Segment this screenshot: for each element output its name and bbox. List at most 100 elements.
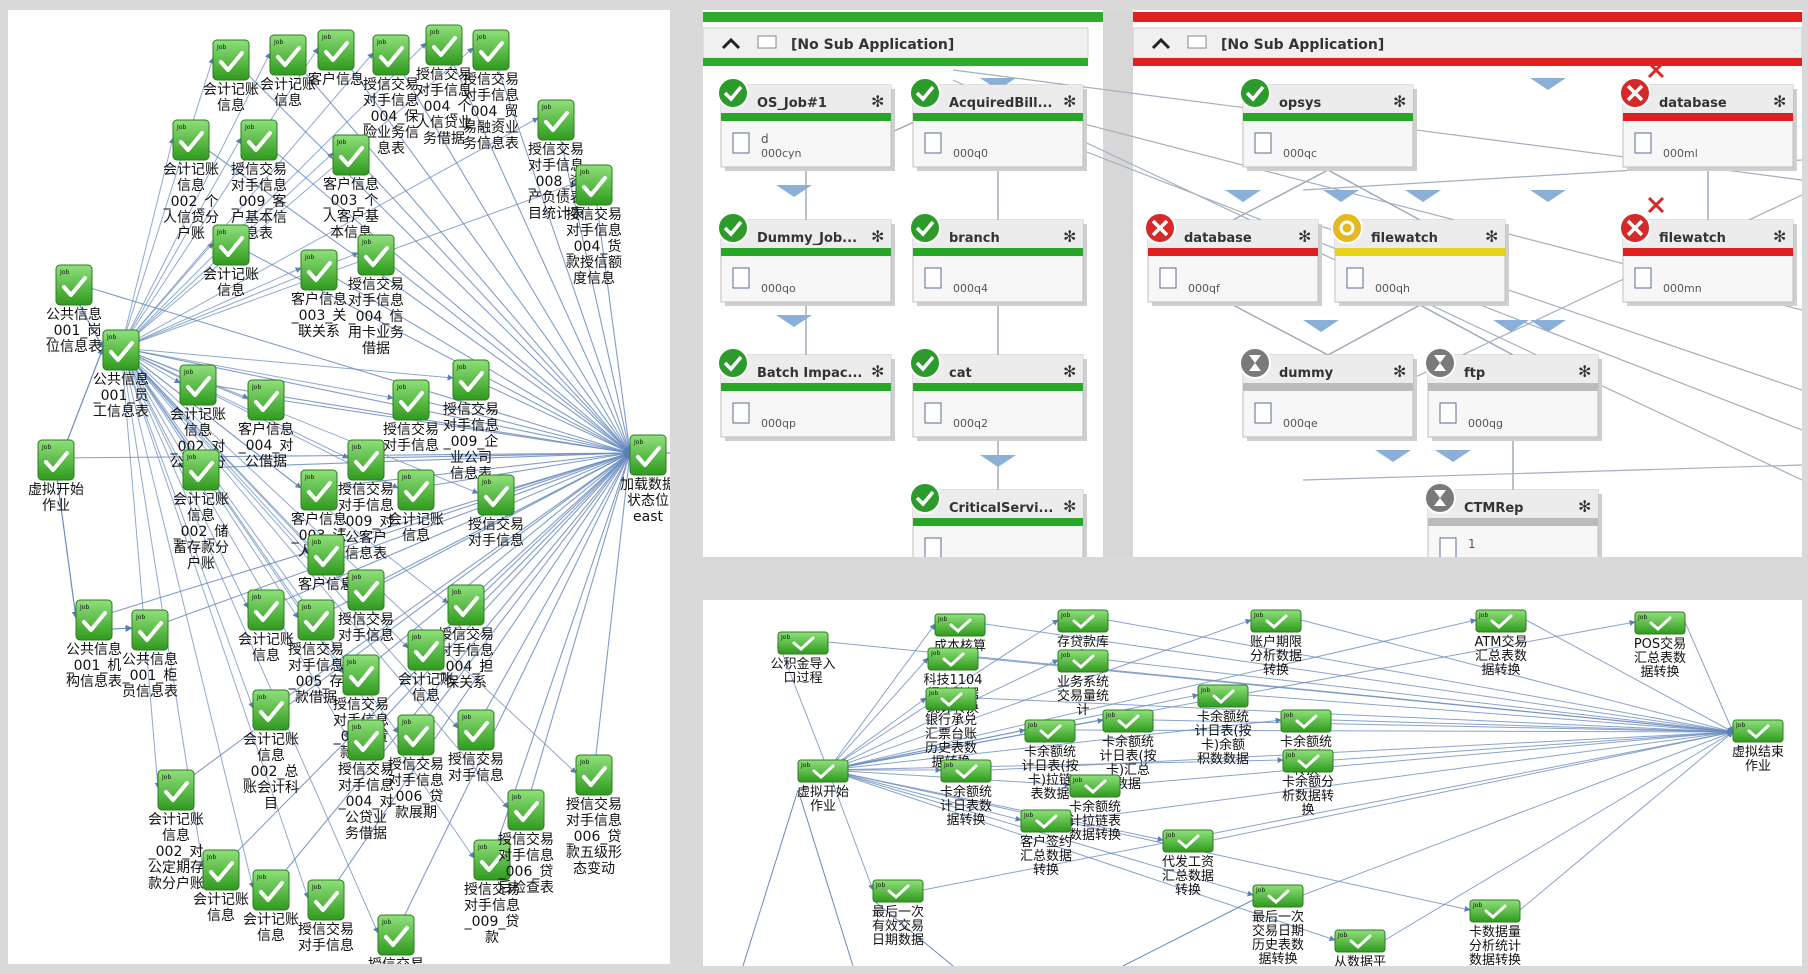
svg-text:Job: Job xyxy=(1253,612,1263,619)
job-status-icon xyxy=(575,164,613,206)
svg-text:Job: Job xyxy=(59,269,69,276)
job-card[interactable]: branch✻000q4 xyxy=(909,212,1087,306)
job-card[interactable]: CriticalServi...✻ xyxy=(909,482,1087,557)
job-node[interactable]: Job从数据平台生成管 xyxy=(1334,929,1386,966)
job-card[interactable]: AcquiredBill...✻000q0 xyxy=(909,77,1087,171)
job-node-label: 会计记账信息 xyxy=(260,77,316,109)
job-card[interactable]: dummy✻000qe xyxy=(1239,347,1417,441)
check-icon xyxy=(582,766,607,787)
job-card[interactable]: Dummy_Job...✻000qo xyxy=(717,212,895,306)
job-card[interactable]: database✻000ml xyxy=(1619,61,1797,171)
job-name: filewatch xyxy=(1371,231,1438,246)
application-header[interactable]: [No Sub Application] xyxy=(1132,27,1802,66)
application-header[interactable]: [No Sub Application] xyxy=(703,27,1089,66)
job-card[interactable]: ftp✻000qg xyxy=(1424,347,1602,441)
check-icon xyxy=(1265,614,1288,630)
dependency-edge xyxy=(120,347,577,774)
job-card[interactable]: filewatch✻000mn xyxy=(1619,196,1797,306)
svg-text:Job: Job xyxy=(461,714,471,721)
job-status-bar xyxy=(1623,113,1793,121)
job-status-icon xyxy=(75,599,113,641)
job-card[interactable]: filewatch✻000qh xyxy=(1331,212,1509,306)
job-card[interactable]: opsys✻000qc xyxy=(1239,77,1417,171)
dependency-edge xyxy=(350,152,631,454)
dependency-edge xyxy=(1332,729,1734,761)
flow-arrow-icon xyxy=(1530,320,1566,332)
job-node-label: 会计记账信息 xyxy=(238,632,294,664)
job-card[interactable]: Batch Impac...✻000qp xyxy=(717,347,895,441)
check-icon xyxy=(384,926,409,947)
job-card[interactable]: database✻000qf xyxy=(1144,212,1322,306)
svg-text:Job: Job xyxy=(376,39,386,46)
job-card[interactable]: CTMRep✻1 xyxy=(1424,482,1602,557)
job-node[interactable]: Job银行承兑汇票台账历史表数据转换 xyxy=(925,687,977,770)
job-card[interactable]: cat✻000q2 xyxy=(909,347,1087,441)
check-icon xyxy=(186,376,211,397)
